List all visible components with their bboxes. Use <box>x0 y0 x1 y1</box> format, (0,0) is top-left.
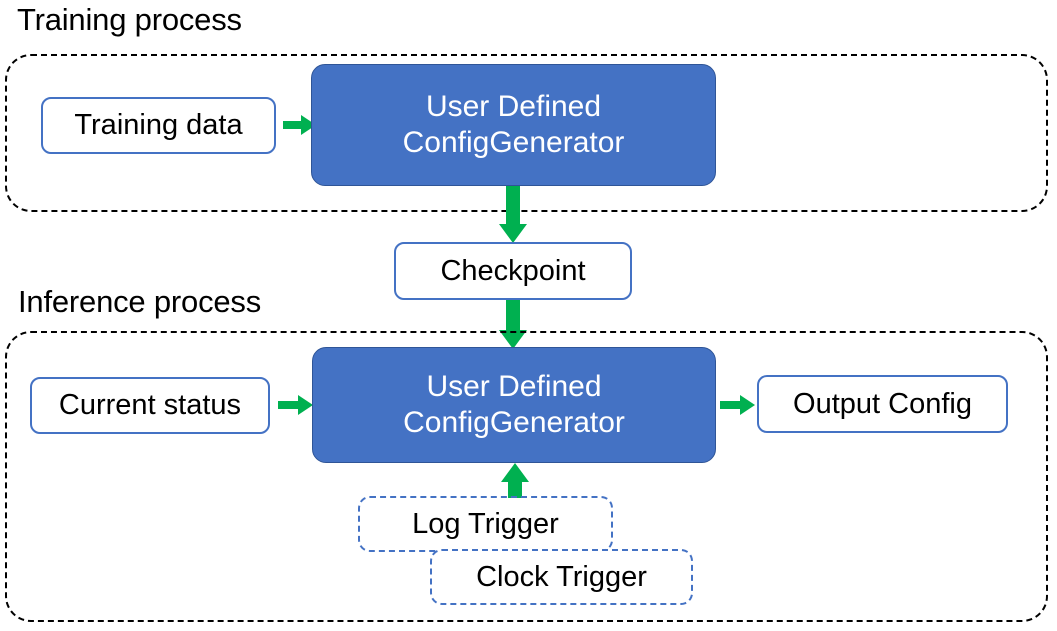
inference-generator-line2: ConfigGenerator <box>403 406 625 439</box>
arrow-training-data-to-generator <box>283 113 317 137</box>
arrow-generator-to-output-config <box>720 393 756 417</box>
training-config-generator-box[interactable]: User Defined ConfigGenerator <box>311 64 716 186</box>
inference-generator-line1: User Defined <box>426 370 602 403</box>
inference-config-generator-box[interactable]: User Defined ConfigGenerator <box>312 347 716 463</box>
training-process-container <box>5 54 1048 212</box>
log-trigger-box[interactable]: Log Trigger <box>358 496 613 552</box>
arrow-generator-to-checkpoint <box>498 186 528 244</box>
arrow-triggers-to-generator <box>500 463 530 499</box>
output-config-box[interactable]: Output Config <box>757 375 1008 433</box>
training-data-box[interactable]: Training data <box>41 97 276 154</box>
checkpoint-box[interactable]: Checkpoint <box>394 242 632 300</box>
arrow-checkpoint-to-generator <box>498 300 528 350</box>
inference-process-container <box>5 331 1048 622</box>
clock-trigger-box[interactable]: Clock Trigger <box>430 549 693 605</box>
training-generator-line2: ConfigGenerator <box>402 126 625 159</box>
current-status-box[interactable]: Current status <box>30 377 270 434</box>
arrow-current-status-to-generator <box>278 393 314 417</box>
training-process-title: Training process <box>17 2 242 37</box>
training-generator-line1: User Defined <box>425 90 602 123</box>
inference-process-title: Inference process <box>18 284 262 319</box>
